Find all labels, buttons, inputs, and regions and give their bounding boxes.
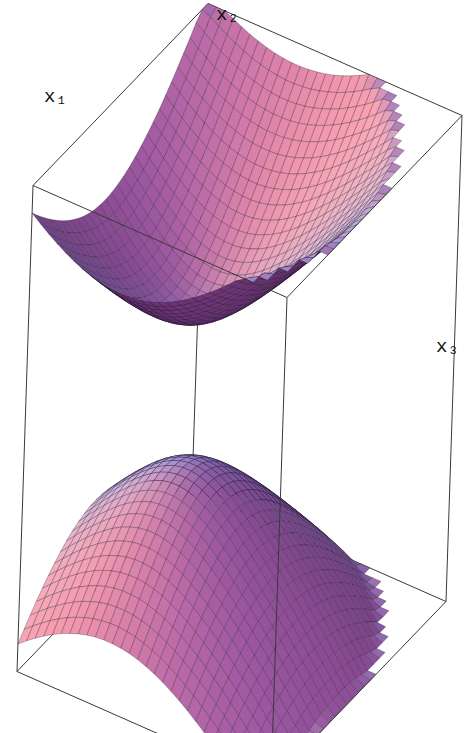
surface-patch (259, 273, 273, 280)
box-edge (33, 4, 208, 186)
box-edge (271, 298, 287, 733)
axis-label: x₁ (44, 86, 67, 108)
surface-patch (107, 287, 121, 296)
surface-patch (227, 728, 241, 733)
surface-patch (204, 718, 218, 733)
box-edge (271, 602, 446, 733)
surface-patch (299, 257, 313, 263)
surface-patch (303, 731, 317, 733)
box-edge (17, 672, 271, 733)
surface-patch (269, 732, 283, 733)
box-edge (33, 186, 287, 298)
surface-patch (32, 213, 46, 226)
surface-patch (279, 266, 293, 272)
surface-patch (371, 78, 385, 89)
box-edge (17, 186, 33, 672)
axis-label: x₂ (216, 4, 239, 26)
surface-patch (233, 716, 247, 733)
surface-patch (65, 252, 79, 264)
surface-patch (390, 147, 404, 157)
surface-patch (385, 102, 399, 112)
box-edge (446, 116, 462, 602)
surface-patch (40, 224, 54, 237)
surface-patch (212, 730, 226, 733)
surface-patch (115, 292, 129, 300)
surface-patch (289, 726, 303, 733)
surface-patch (255, 730, 269, 733)
box-edge (208, 4, 462, 116)
surface-patch (354, 213, 369, 223)
surface-patch (275, 721, 289, 733)
surface-patch (319, 246, 333, 255)
surface-patch (57, 243, 71, 256)
box-edge (192, 490, 446, 602)
surface-patch (387, 163, 401, 173)
surface-patch (49, 234, 63, 247)
axis-label: x₃ (436, 336, 459, 358)
surface-patch (331, 237, 345, 243)
surface-patch (241, 728, 255, 733)
box-edge (17, 490, 192, 672)
surface-patch (390, 121, 404, 131)
surface-patch (218, 716, 232, 733)
surface-patch (247, 716, 261, 733)
surface-patch (305, 251, 320, 257)
box-edge (287, 116, 462, 298)
surface-patch (388, 111, 402, 121)
surface-patch (378, 185, 392, 195)
surface-patch (62, 247, 76, 259)
